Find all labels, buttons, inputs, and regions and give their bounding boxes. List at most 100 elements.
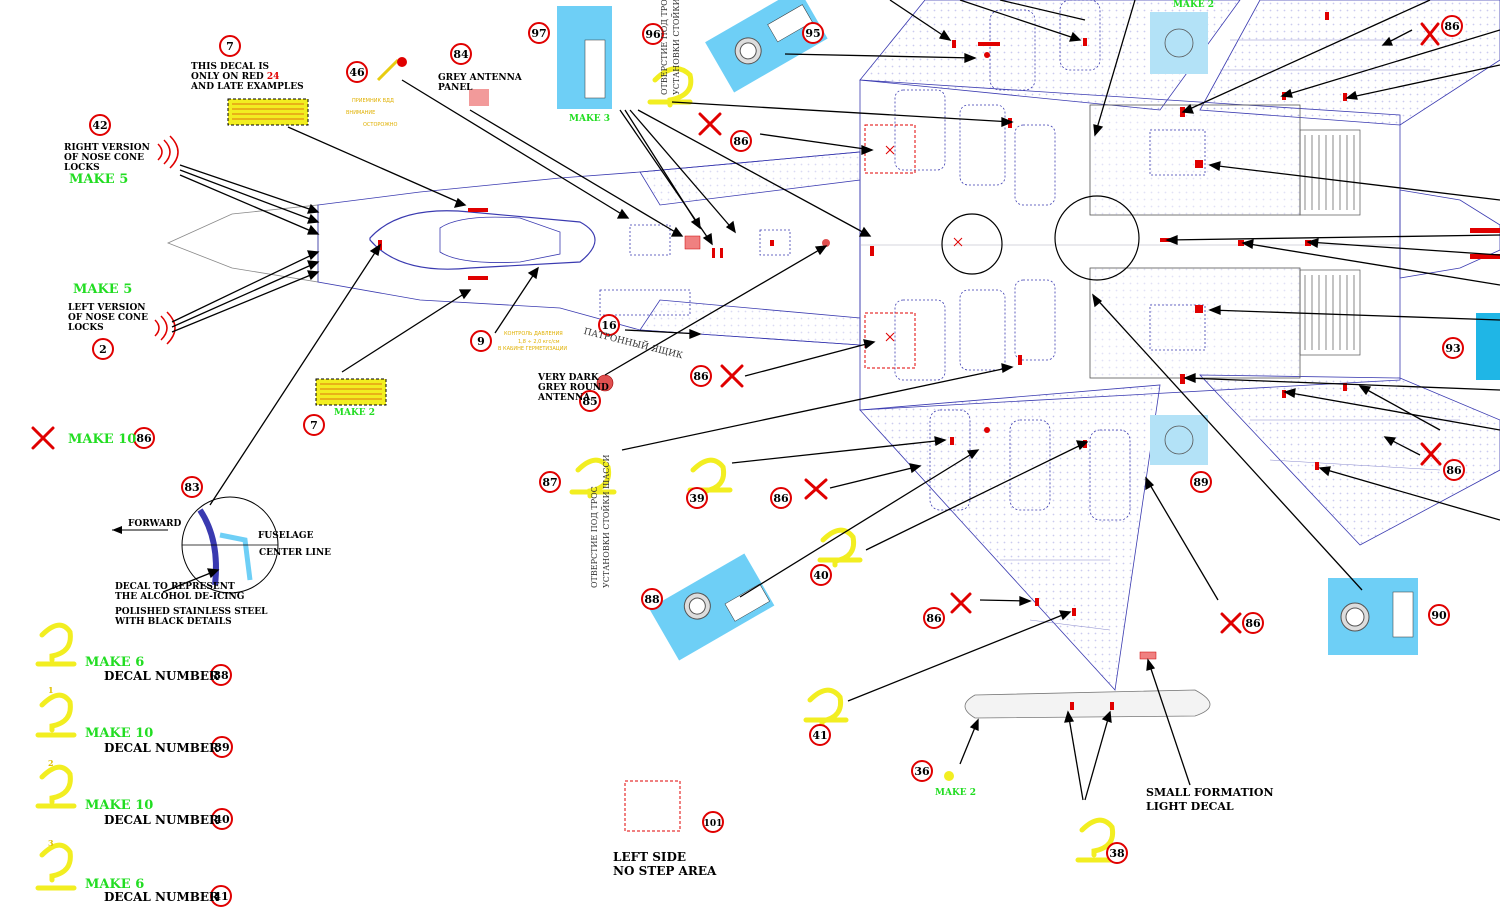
legend-make-40: MAKE 10 — [85, 798, 154, 813]
red-decal-marks — [378, 12, 1500, 710]
cable-hole-label-4: УСТАНОВКИ СТОЙКИ ШАССИ — [672, 0, 681, 95]
callout-number: 42 — [92, 119, 107, 132]
callout-86: 86 — [730, 130, 752, 152]
callout-86: 86 — [1443, 459, 1465, 481]
callout-number: 40 — [214, 813, 230, 826]
x-marks — [31, 22, 1442, 634]
stencil-number-decals — [35, 66, 1121, 891]
cable-hole-label-2: УСТАНОВКИ СТОЙКИ ШАССИ — [602, 454, 611, 588]
callout-number: 16 — [601, 319, 617, 332]
alcohol-deicing-detail — [112, 496, 279, 594]
legend-decal-39: DECAL NUMBER — [104, 741, 220, 755]
legend-decal-38: DECAL NUMBER — [104, 669, 220, 683]
callout-97: 97 — [528, 22, 550, 44]
callout-85: 85 — [579, 390, 601, 412]
callout-number: 86 — [693, 370, 709, 383]
callout-86: 86 — [1441, 15, 1463, 37]
callout-38: 38 — [210, 664, 232, 686]
caution-label: ОСТОРОЖНО — [363, 122, 398, 128]
decal-note-label: THIS DECAL IS ONLY ON RED 24 — [191, 62, 279, 82]
no-step-x-marks — [885, 145, 963, 342]
callout-89: 89 — [1190, 471, 1212, 493]
make-label-left-locks: MAKE 5 — [73, 282, 133, 297]
callout-number: 38 — [213, 669, 229, 682]
right-locks-label: RIGHT VERSION OF NOSE CONE LOCKS — [64, 143, 150, 173]
legend-sup-40: 2 — [48, 758, 54, 768]
callout-84: 84 — [450, 43, 472, 65]
legend-decal-41: DECAL NUMBER — [104, 890, 220, 904]
callout-40: 40 — [211, 808, 233, 830]
callout-number: 38 — [1109, 847, 1125, 860]
leader-lines — [162, 0, 1500, 801]
callout-90: 90 — [1428, 604, 1450, 626]
legend-decal-40: DECAL NUMBER — [104, 813, 220, 827]
callout-number: 7 — [310, 419, 318, 432]
grey-antenna-label: GREY ANTENNA PANEL — [438, 73, 522, 93]
make-label-warning-7: MAKE 2 — [334, 408, 376, 418]
cable-hole-label-3: ОТВЕРСТИЕ ПОД ТРОС — [660, 0, 669, 95]
callout-83: 83 — [181, 476, 203, 498]
blue-decal-sheets — [557, 0, 1500, 661]
formation-light-label: SMALL FORMATION LIGHT DECAL — [1146, 786, 1274, 813]
callout-number: 40 — [813, 569, 829, 582]
callout-number: 86 — [1444, 20, 1460, 33]
callout-number: 41 — [812, 729, 827, 742]
make-label-x-marks: MAKE 10 — [68, 432, 137, 447]
callout-number: 86 — [733, 135, 749, 148]
callout-41: 41 — [210, 885, 232, 907]
legend-make-39: MAKE 10 — [85, 726, 154, 741]
callout-36: 36 — [911, 760, 933, 782]
callout-7: 7 — [303, 414, 325, 436]
callout-101: 101 — [702, 811, 724, 833]
callout-86: 86 — [690, 365, 712, 387]
callout-86: 86 — [133, 427, 155, 449]
callout-38: 38 — [1106, 842, 1128, 864]
legend-make-41: MAKE 6 — [85, 877, 145, 892]
make-label-right-locks: MAKE 5 — [69, 172, 129, 187]
callout-86: 86 — [923, 607, 945, 629]
center-line-label: CENTER LINE — [259, 548, 332, 558]
callout-2: 2 — [92, 338, 114, 360]
decal-note-tail: AND LATE EXAMPLES — [191, 82, 304, 92]
callout-88: 88 — [641, 588, 663, 610]
callout-number: 9 — [477, 335, 485, 348]
callout-number: 86 — [773, 492, 789, 505]
callout-number: 36 — [914, 765, 930, 778]
warning-label: ВНИМАНИЕ — [346, 110, 376, 116]
callout-number: 86 — [1446, 464, 1462, 477]
receiver-label: ПРИЕМНИК ВДД — [352, 98, 394, 104]
callout-number: 87 — [542, 476, 557, 489]
legend-sup-39: 1 — [48, 685, 54, 695]
legend-make-38: MAKE 6 — [85, 655, 145, 670]
callout-number: 88 — [644, 593, 660, 606]
nose-lock-decals — [154, 135, 179, 345]
callout-93: 93 — [1442, 337, 1464, 359]
callout-number: 101 — [704, 819, 723, 829]
callout-number: 39 — [214, 741, 229, 754]
make-label-97: MAKE 3 — [569, 114, 611, 124]
callout-number: 86 — [136, 432, 152, 445]
callout-number: 7 — [226, 40, 234, 53]
callout-number: 84 — [453, 48, 469, 61]
no-step-sample — [624, 780, 681, 832]
pressure-label-3: В КАБИНЕ ГЕРМЕТИЗАЦИИ — [498, 346, 568, 352]
callout-42: 42 — [89, 114, 111, 136]
forward-label: FORWARD — [128, 519, 182, 529]
callout-number: 85 — [582, 395, 597, 408]
pressure-label-2: 1,8 ÷ 2,0 кгс/см — [518, 339, 560, 345]
callout-86: 86 — [770, 487, 792, 509]
left-locks-label: LEFT VERSION OF NOSE CONE LOCKS — [68, 303, 149, 333]
callout-16: 16 — [598, 314, 620, 336]
callout-86: 86 — [1242, 612, 1264, 634]
callout-number: 96 — [645, 28, 661, 41]
decal-note-text: THIS DECAL IS ONLY ON RED — [191, 62, 270, 82]
callout-number: 89 — [1193, 476, 1208, 489]
callout-number: 86 — [1245, 617, 1261, 630]
callout-7: 7 — [219, 35, 241, 57]
callout-number: 46 — [349, 66, 365, 79]
callout-87: 87 — [539, 471, 561, 493]
no-step-label: LEFT SIDE NO STEP AREA — [613, 850, 717, 878]
callout-number: 93 — [1445, 342, 1460, 355]
callout-number: 2 — [99, 343, 107, 356]
callout-number: 90 — [1431, 609, 1447, 622]
